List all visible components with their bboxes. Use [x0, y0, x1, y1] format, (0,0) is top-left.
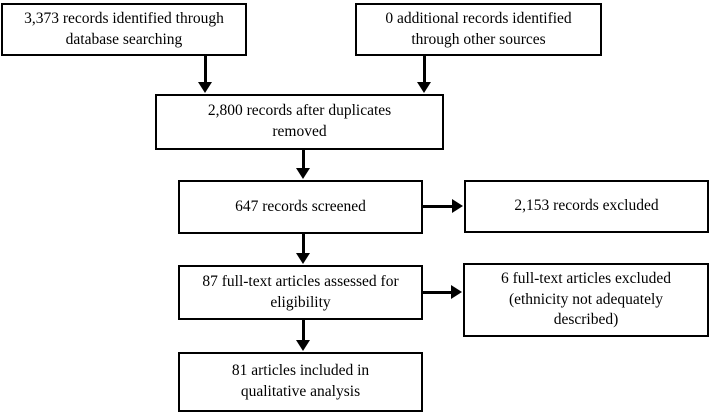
- node-fulltext-articles-assessed: 87 full-text articles assessed for eligi…: [178, 265, 423, 320]
- connector-other-to-duplicates-arrowhead: [417, 82, 431, 93]
- connector-screened-to-fulltext-arrowhead: [296, 253, 310, 264]
- node-records-identified-database: 3,373 records identified through databas…: [1, 3, 247, 56]
- connector-fulltext-to-included-line: [302, 320, 305, 342]
- connector-screened-to-fulltext-line: [302, 234, 305, 255]
- node-records-after-duplicates-removed: 2,800 records after duplicates removed: [155, 94, 444, 150]
- connector-duplicates-to-screened-arrowhead: [296, 168, 310, 179]
- connector-fulltext-to-excluded-arrowhead: [451, 285, 462, 299]
- connector-fulltext-to-excluded-line: [423, 291, 453, 294]
- connector-fulltext-to-included-arrowhead: [296, 340, 310, 351]
- node-fulltext-articles-excluded: 6 full-text articles excluded (ethnicity…: [463, 263, 709, 337]
- connector-screened-to-excluded-line: [423, 205, 454, 208]
- connector-duplicates-to-screened-line: [302, 150, 305, 170]
- connector-other-to-duplicates-line: [423, 56, 426, 84]
- connector-screened-to-excluded-arrowhead: [452, 199, 463, 213]
- connector-database-to-duplicates-arrowhead: [198, 82, 212, 93]
- connector-database-to-duplicates-line: [204, 56, 207, 84]
- node-articles-included-qualitative-analysis: 81 articles included in qualitative anal…: [178, 352, 423, 412]
- node-records-screened: 647 records screened: [178, 180, 423, 234]
- node-records-excluded: 2,153 records excluded: [464, 180, 709, 233]
- node-records-identified-other-sources: 0 additional records identified through …: [355, 3, 602, 56]
